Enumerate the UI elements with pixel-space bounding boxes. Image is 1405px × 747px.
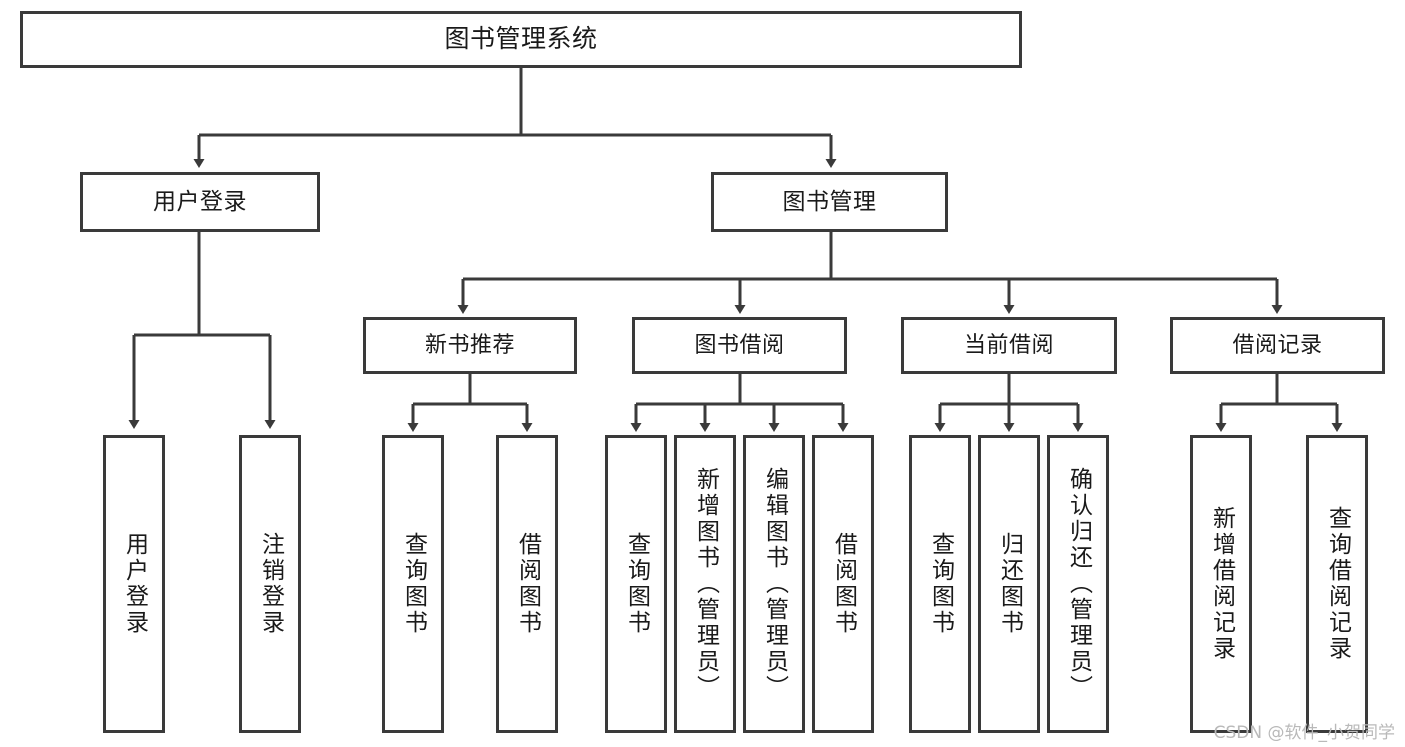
node-label: 当前借阅 (963, 332, 1054, 358)
node-label: 查询借阅记录 (1324, 506, 1351, 662)
leaf-current-confirm-return[interactable]: 确认归还（管理员） (1047, 435, 1109, 733)
leaf-current-query-book[interactable]: 查询图书 (909, 435, 971, 733)
watermark: CSDN @软件_小贺同学 (1213, 723, 1395, 743)
leaf-record-add[interactable]: 新增借阅记录 (1190, 435, 1252, 733)
leaf-borrow-borrow-book[interactable]: 借阅图书 (812, 435, 874, 733)
node-label: 新增图书（管理员） (692, 467, 719, 701)
node-label: 图书管理系统 (444, 24, 598, 54)
node-label: 新增借阅记录 (1208, 506, 1235, 662)
node-book-borrow[interactable]: 图书借阅 (632, 317, 847, 374)
node-label: 用户登录 (153, 188, 247, 215)
leaf-borrow-query-book[interactable]: 查询图书 (605, 435, 667, 733)
node-current-borrow[interactable]: 当前借阅 (901, 317, 1117, 374)
leaf-user-login-login[interactable]: 用户登录 (103, 435, 165, 733)
node-label: 借阅图书 (514, 532, 541, 636)
leaf-user-login-logout[interactable]: 注销登录 (239, 435, 301, 733)
node-label: 查询图书 (400, 532, 427, 636)
node-borrow-record[interactable]: 借阅记录 (1170, 317, 1385, 374)
node-label: 用户登录 (121, 532, 148, 636)
node-label: 图书借阅 (694, 332, 785, 358)
node-book-management[interactable]: 图书管理 (711, 172, 948, 232)
leaf-record-query[interactable]: 查询借阅记录 (1306, 435, 1368, 733)
node-label: 图书管理 (782, 188, 877, 215)
node-label: 查询图书 (623, 532, 650, 636)
node-label: 借阅记录 (1232, 332, 1323, 358)
node-root-system[interactable]: 图书管理系统 (20, 11, 1022, 68)
leaf-borrow-add-book[interactable]: 新增图书（管理员） (674, 435, 736, 733)
leaf-new-book-query[interactable]: 查询图书 (382, 435, 444, 733)
node-label: 新书推荐 (424, 332, 515, 358)
node-label: 借阅图书 (830, 532, 857, 636)
node-label: 编辑图书（管理员） (761, 467, 788, 701)
node-label: 确认归还（管理员） (1065, 467, 1092, 701)
node-user-login[interactable]: 用户登录 (80, 172, 320, 232)
node-label: 归还图书 (996, 532, 1023, 636)
node-label: 注销登录 (257, 532, 284, 636)
leaf-new-book-borrow[interactable]: 借阅图书 (496, 435, 558, 733)
leaf-current-return-book[interactable]: 归还图书 (978, 435, 1040, 733)
leaf-borrow-edit-book[interactable]: 编辑图书（管理员） (743, 435, 805, 733)
node-new-book-recommend[interactable]: 新书推荐 (363, 317, 577, 374)
node-label: 查询图书 (927, 532, 954, 636)
